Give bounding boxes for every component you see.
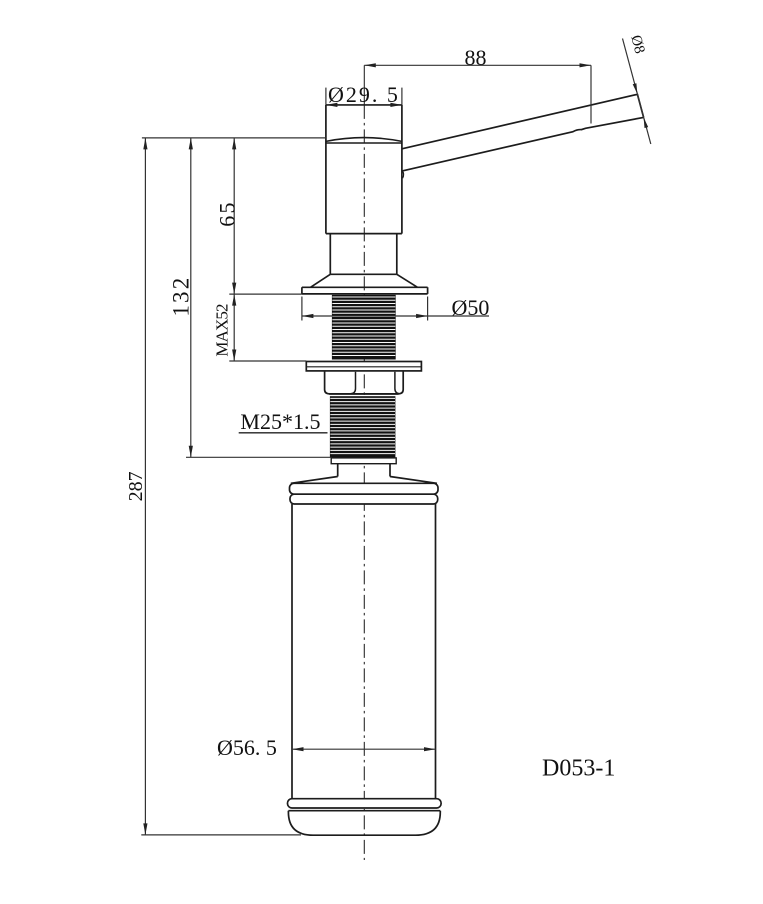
svg-text:65: 65	[214, 200, 239, 226]
svg-text:88: 88	[465, 45, 487, 70]
svg-text:MAX52: MAX52	[213, 304, 232, 357]
svg-text:132: 132	[168, 276, 193, 317]
svg-text:Ø8: Ø8	[627, 34, 647, 56]
svg-text:Ø29. 5: Ø29. 5	[328, 82, 400, 107]
svg-text:Ø56. 5: Ø56. 5	[217, 735, 277, 760]
svg-text:M25*1.5: M25*1.5	[240, 409, 320, 434]
svg-text:Ø50: Ø50	[452, 295, 490, 320]
svg-text:287: 287	[125, 471, 147, 501]
svg-text:D053-1: D053-1	[542, 755, 615, 781]
